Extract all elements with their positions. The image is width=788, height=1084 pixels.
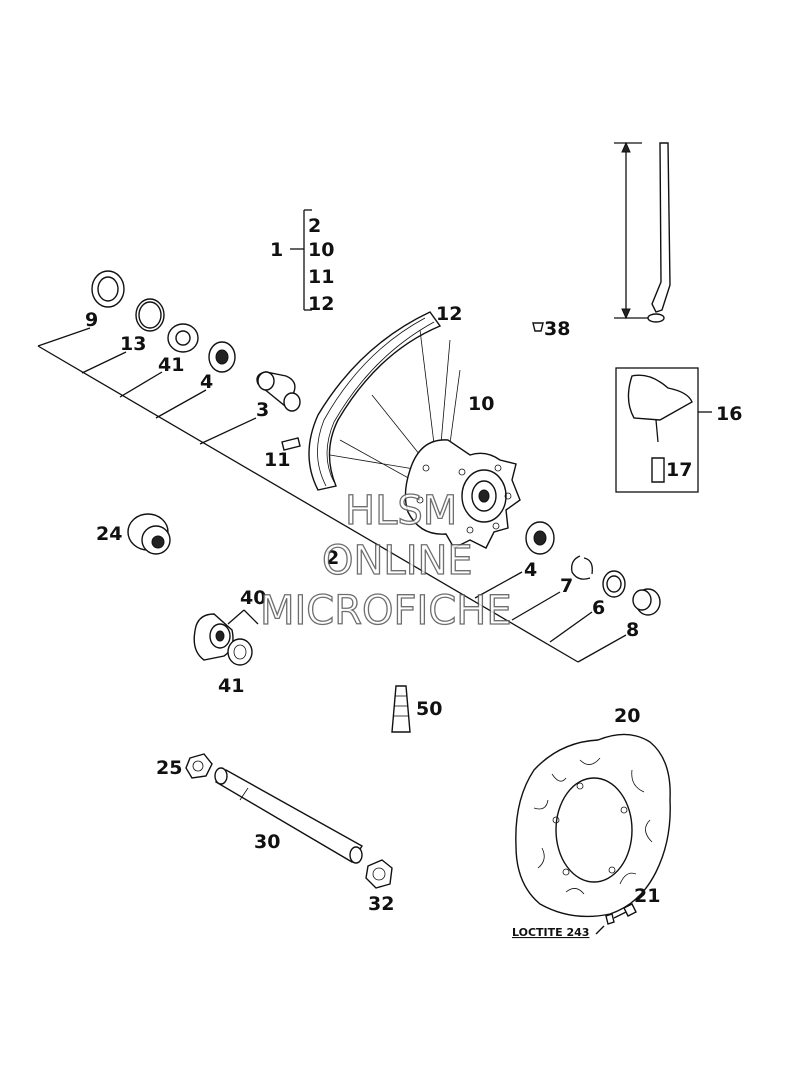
left-leader-lines [37,327,579,663]
shaft-seal-part [602,570,626,598]
spacer-bush-part [127,513,171,555]
bearing-part-left [208,341,236,373]
label-8: 8 [626,619,639,641]
valve-cap-part [532,322,544,332]
label-24: 24 [96,523,122,545]
label-2-hub: 2 [326,547,339,569]
axle-part [214,767,363,864]
tire-valve-part [391,685,411,733]
label-12-rim: 12 [436,303,462,325]
label-6: 6 [592,597,605,619]
label-1: 1 [270,239,283,261]
label-10-group: 10 [308,239,334,261]
bearing-part-right [525,521,555,555]
label-41-top: 41 [158,354,184,376]
disc-screw-part [595,903,637,935]
label-16: 16 [716,403,742,425]
right-leader-lines [474,571,627,663]
brake-disc-part [515,733,671,918]
spoke-nipple-part [281,437,301,451]
label-10-spoke: 10 [468,393,494,415]
watermark-line-1: HLSM [345,488,457,534]
label-9: 9 [85,309,98,331]
label-17: 17 [666,459,692,481]
axle-nut-left-part [185,753,213,779]
loctite-note: LOCTITE 243 [512,926,589,939]
label-11-nipple: 11 [264,449,290,471]
label-3: 3 [256,399,269,421]
o-ring-part [135,298,165,332]
label-38: 38 [544,318,570,340]
axle-nut-right-part [365,859,393,889]
rim-lock-box [615,367,712,493]
label-20: 20 [614,705,640,727]
wheel-hub-part [404,439,521,549]
watermark-line-2: ONLINE [322,538,473,584]
label-41-bottom: 41 [218,675,244,697]
label-32: 32 [368,893,394,915]
drive-disc-part [167,323,199,353]
label-7: 7 [560,575,573,597]
label-21: 21 [634,885,660,907]
label-2-group: 2 [308,215,321,237]
label-50: 50 [416,698,442,720]
label-12-group: 12 [308,293,334,315]
spoke-dimension-part [614,141,671,323]
label-4-left: 4 [200,371,213,393]
seal-ring-part [91,270,125,308]
assembly-bracket [290,209,312,311]
label-40: 40 [240,587,266,609]
spacer-part-right [632,588,661,616]
watermark-line-3: MICROFICHE [260,588,512,634]
label-13: 13 [120,333,146,355]
spacer-tube-part [256,371,301,412]
label-25: 25 [156,757,182,779]
rim-segment-part [308,311,461,491]
circlip-part [571,555,593,580]
label-4-right: 4 [524,559,537,581]
speedo-drive-part [193,609,259,666]
label-30: 30 [254,831,280,853]
label-11-group: 11 [308,266,334,288]
